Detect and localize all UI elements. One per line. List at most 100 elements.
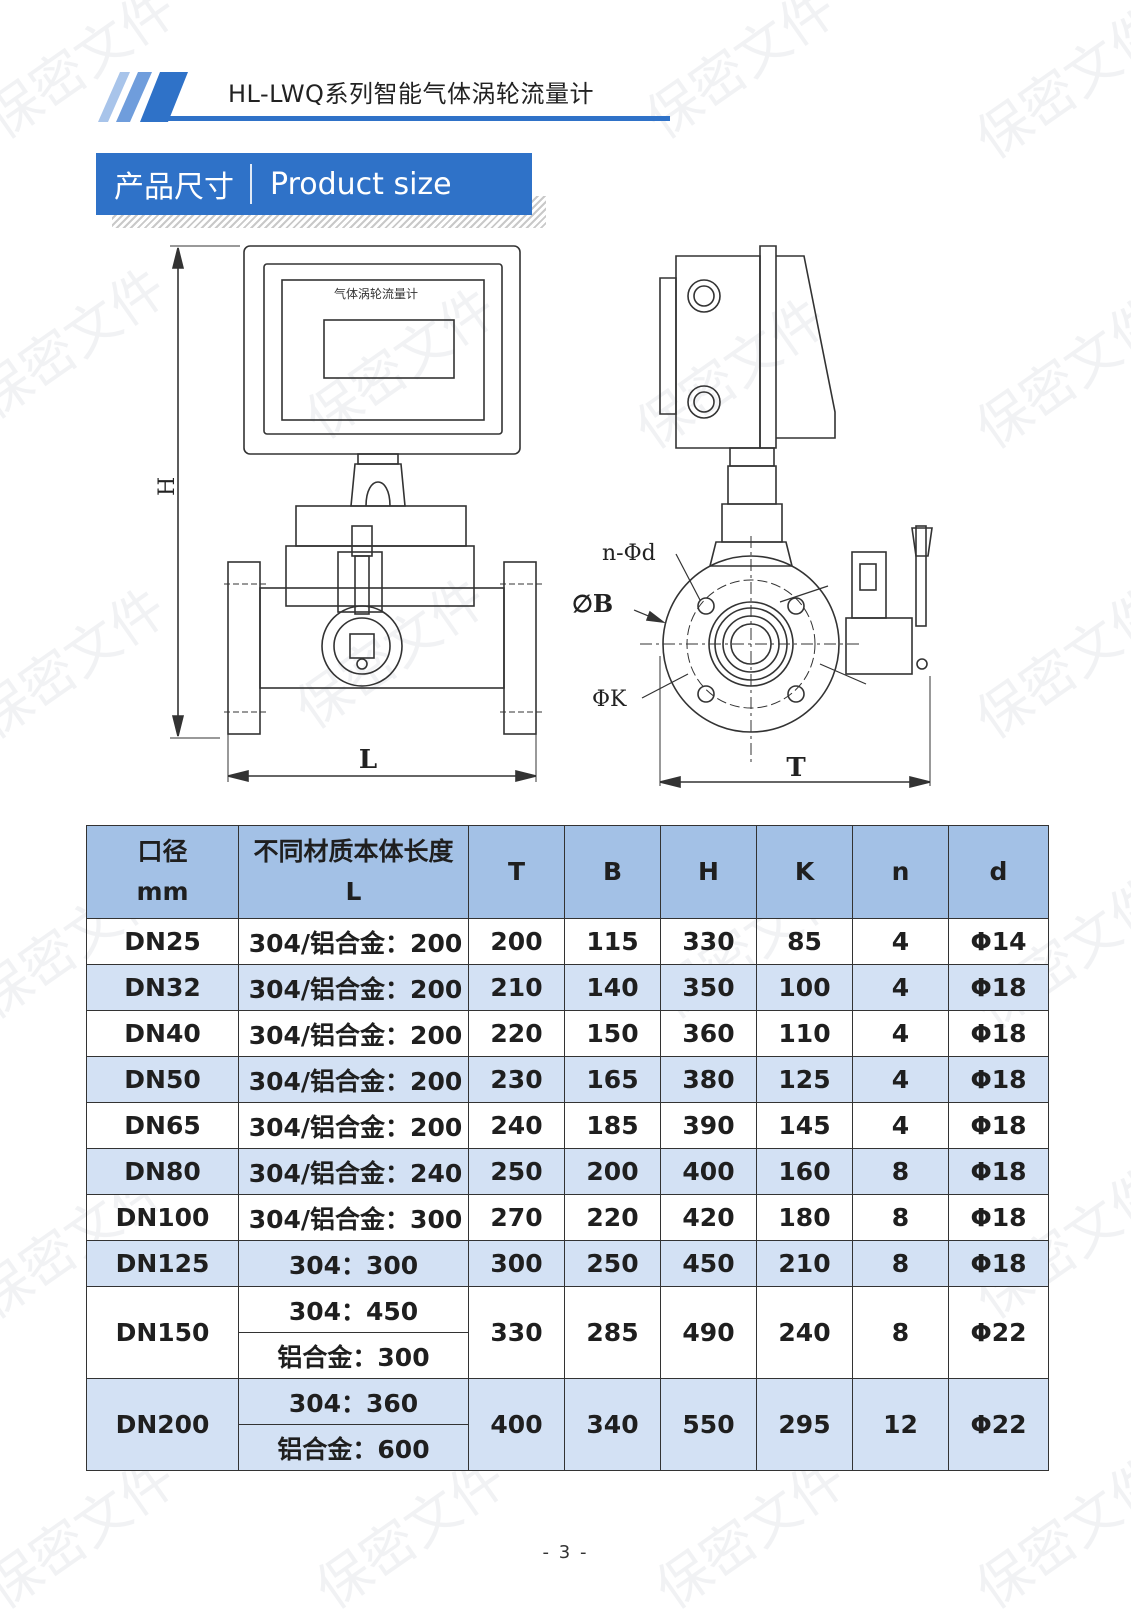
cell-dn: DN40	[86, 1010, 239, 1057]
cell-n: 4	[852, 964, 949, 1011]
cell-T: 300	[468, 1240, 565, 1287]
table-row: DN80 304/铝合金：240 250 200 400 160 8 Φ18	[86, 1148, 1049, 1195]
cell-B: 220	[564, 1194, 661, 1241]
cell-H: 380	[660, 1056, 757, 1103]
cell-T: 240	[468, 1102, 565, 1149]
cell-length: 304/铝合金：200	[238, 1102, 469, 1149]
table-row: DN100 304/铝合金：300 270 220 420 180 8 Φ18	[86, 1194, 1049, 1241]
cell-length: 304：300	[238, 1240, 469, 1287]
dim-H-label: H	[155, 477, 180, 496]
dim-T-label: T	[786, 753, 806, 783]
cell-length: 304/铝合金：200	[238, 1056, 469, 1103]
header-B: B	[564, 825, 661, 919]
table-row: 铝合金：600	[87, 1424, 1049, 1471]
cell-T: 330	[468, 1286, 565, 1379]
cell-dn: DN200	[86, 1378, 239, 1471]
cell-K: 160	[756, 1148, 853, 1195]
cell-d: Φ18	[948, 1102, 1049, 1149]
label-K: ΦK	[592, 687, 627, 712]
table-row: DN32 304/铝合金：200 210 140 350 100 4 Φ18	[86, 964, 1049, 1011]
cell-dn: DN65	[86, 1102, 239, 1149]
cell-K: 125	[756, 1056, 853, 1103]
cell-d: Φ18	[948, 1194, 1049, 1241]
cell-length-304: 304：360	[238, 1378, 469, 1425]
cell-d: Φ18	[948, 1010, 1049, 1057]
cell-H: 420	[660, 1194, 757, 1241]
section-title-cn: 产品尺寸	[114, 170, 234, 205]
cell-d: Φ22	[948, 1286, 1049, 1379]
cell-dn: DN125	[86, 1240, 239, 1287]
dimension-drawing: 气体涡轮流量计 H L T n-Φd ∅B ΦK	[155, 245, 933, 789]
table-row: DN125 304：300 300 250 450 210 8 Φ18	[86, 1240, 1049, 1287]
watermark: 保密文件	[634, 0, 848, 152]
cell-K: 180	[756, 1194, 853, 1241]
table-row: DN150 304：450 330 285 490 240 8 Φ22	[86, 1286, 1049, 1379]
cell-B: 250	[564, 1240, 661, 1287]
cell-H: 350	[660, 964, 757, 1011]
table-row: DN65 304/铝合金：200 240 185 390 145 4 Φ18	[86, 1102, 1049, 1149]
cell-n: 4	[852, 1056, 949, 1103]
cell-length: 304/铝合金：240	[238, 1148, 469, 1195]
header-n: n	[852, 825, 949, 919]
cell-T: 220	[468, 1010, 565, 1057]
cell-n: 4	[852, 1102, 949, 1149]
cell-K: 85	[756, 918, 853, 965]
cell-dn: DN25	[86, 918, 239, 965]
cell-T: 250	[468, 1148, 565, 1195]
cell-B: 140	[564, 964, 661, 1011]
dim-L-label: L	[359, 745, 377, 775]
cell-length-alloy: 铝合金：600	[238, 1424, 469, 1471]
cell-H: 330	[660, 918, 757, 965]
cell-T: 210	[468, 964, 565, 1011]
cell-T: 230	[468, 1056, 565, 1103]
cell-H: 450	[660, 1240, 757, 1287]
header-d: d	[948, 825, 1049, 919]
cell-length-alloy: 铝合金：300	[238, 1332, 469, 1379]
cell-n: 12	[852, 1378, 949, 1471]
cell-K: 240	[756, 1286, 853, 1379]
cell-K: 210	[756, 1240, 853, 1287]
cell-B: 115	[564, 918, 661, 965]
cell-dn: DN100	[86, 1194, 239, 1241]
device-panel-label: 气体涡轮流量计	[334, 286, 418, 301]
cell-T: 200	[468, 918, 565, 965]
cell-K: 110	[756, 1010, 853, 1057]
section-header: 产品尺寸 Product size	[96, 153, 532, 215]
cell-B: 165	[564, 1056, 661, 1103]
cell-dn: DN50	[86, 1056, 239, 1103]
cell-H: 550	[660, 1378, 757, 1471]
cell-H: 360	[660, 1010, 757, 1057]
cell-H: 490	[660, 1286, 757, 1379]
cell-n: 8	[852, 1240, 949, 1287]
cell-B: 185	[564, 1102, 661, 1149]
cell-B: 200	[564, 1148, 661, 1195]
cell-K: 100	[756, 964, 853, 1011]
cell-length-304: 304：450	[238, 1286, 469, 1333]
table-row: DN200 304：360 400 340 550 295 12 Φ22	[86, 1378, 1049, 1471]
cell-H: 390	[660, 1102, 757, 1149]
cell-n: 4	[852, 918, 949, 965]
cell-length: 304/铝合金：200	[238, 964, 469, 1011]
cell-T: 270	[468, 1194, 565, 1241]
header-T: T	[468, 825, 565, 919]
cell-dn: DN150	[86, 1286, 239, 1379]
cell-n: 8	[852, 1148, 949, 1195]
section-divider	[250, 164, 252, 204]
label-B: ∅B	[572, 589, 613, 618]
cell-B: 150	[564, 1010, 661, 1057]
cell-B: 340	[564, 1378, 661, 1471]
cell-dn: DN32	[86, 964, 239, 1011]
cell-n: 8	[852, 1286, 949, 1379]
cell-d: Φ14	[948, 918, 1049, 965]
cell-T: 400	[468, 1378, 565, 1471]
watermark: 保密文件	[964, 575, 1131, 752]
header-H: H	[660, 825, 757, 919]
header-underline	[168, 116, 670, 121]
document-title: HL-LWQ系列智能气体涡轮流量计	[228, 80, 594, 108]
page-number: - 3 -	[542, 1542, 589, 1563]
cell-B: 285	[564, 1286, 661, 1379]
cell-dn: DN80	[86, 1148, 239, 1195]
